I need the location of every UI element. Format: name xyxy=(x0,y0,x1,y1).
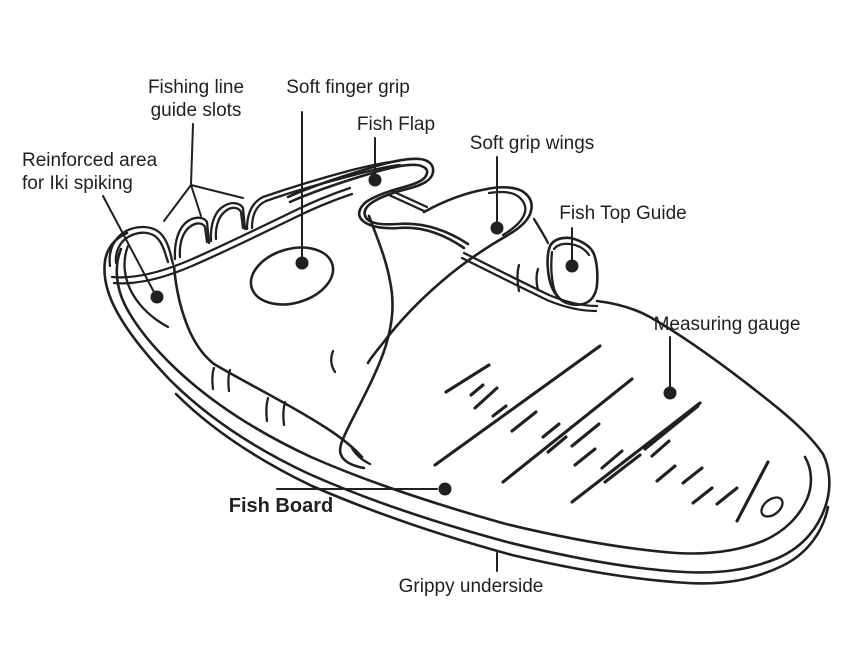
fish-flap-strap-inner xyxy=(390,189,429,209)
gauge-mark xyxy=(444,363,491,394)
fish-flap-outer xyxy=(286,157,470,246)
grip-piece-flare-line xyxy=(350,446,372,466)
rim-band-lower xyxy=(112,192,354,285)
gauge-mark xyxy=(491,404,508,418)
rim-line-lower xyxy=(460,256,598,313)
soft-grip-wings-band xyxy=(366,185,550,365)
gauge-mark xyxy=(570,401,702,504)
callout-dot-fish-board xyxy=(438,482,452,496)
gauge-mark xyxy=(473,386,499,410)
gauge-mark xyxy=(433,344,602,467)
deck-notch-ticks xyxy=(211,366,287,427)
callout-dot-fish-flap xyxy=(368,173,382,187)
gauge-mark xyxy=(546,435,568,454)
gauge-mark xyxy=(600,449,624,470)
gauge-mark xyxy=(510,410,538,433)
callout-fish-flap: Fish Flap xyxy=(357,114,435,187)
board-underside-edge xyxy=(174,392,830,585)
label-grippy-underside: Grippy underside xyxy=(399,576,544,597)
label-measuring-gauge: Measuring gauge xyxy=(654,314,801,335)
label-fish-flap: Fish Flap xyxy=(357,114,435,135)
guide-slot-tab-inner xyxy=(214,206,245,241)
board-illustration xyxy=(103,157,831,585)
gauge-mark xyxy=(735,460,770,523)
board-inner-rim xyxy=(115,247,813,555)
deck-notch xyxy=(282,400,287,427)
gauge-mark xyxy=(573,447,597,467)
callout-grippy-underside: Grippy underside xyxy=(399,552,544,597)
central-grip-piece xyxy=(172,214,394,470)
gauge-mark xyxy=(715,486,739,506)
grip-piece-left-edge xyxy=(172,264,216,366)
left-tip-inner-wall xyxy=(123,244,170,329)
guide-slot-tab xyxy=(173,216,211,261)
gauge-end-hole xyxy=(760,496,784,518)
guide-slot-tab xyxy=(108,225,175,268)
gauge-mark xyxy=(501,377,634,484)
deck-notch xyxy=(211,366,216,391)
fish-flap-inner xyxy=(288,163,466,250)
rim-notch xyxy=(535,267,540,292)
leader-reinforced-area xyxy=(102,195,156,295)
callout-fish-board: Fish Board xyxy=(229,482,452,517)
grip-piece-right-curve xyxy=(338,214,394,470)
callout-soft-finger-grip: Soft finger grip xyxy=(286,77,410,270)
label-fishing-line-guide-slots-line2: guide slots xyxy=(151,100,242,121)
guide-slot-tab xyxy=(209,201,247,243)
board-outline xyxy=(103,231,831,574)
leader-fishing-line-guide-slots xyxy=(163,123,244,222)
deck-notch xyxy=(265,396,270,423)
callout-dot-soft-grip-wings xyxy=(490,221,504,235)
guide-slot-tab-inner xyxy=(178,222,209,259)
callout-dot-reinforced-area xyxy=(150,290,164,304)
callout-dot-measuring-gauge xyxy=(663,386,677,400)
gauge-mark xyxy=(643,404,700,451)
gauge-mark xyxy=(650,439,671,458)
top-guide-inner-top xyxy=(552,242,591,257)
callout-dot-soft-finger-grip xyxy=(295,256,309,270)
gauge-mark xyxy=(541,422,561,439)
wings-band-outline xyxy=(366,185,533,365)
gauge-mark xyxy=(655,464,677,483)
callout-dot-fish-top-guide xyxy=(565,259,579,273)
guide-slot-tabs xyxy=(108,159,402,268)
fish-flap-shape xyxy=(286,157,470,250)
soft-finger-grip-oval xyxy=(249,246,335,306)
label-soft-finger-grip: Soft finger grip xyxy=(286,77,410,98)
measuring-gauge-marks xyxy=(433,344,784,523)
deck-notch xyxy=(227,368,232,393)
gauge-mark xyxy=(603,453,642,484)
callout-fishing-line-guide-slots: Fishing line guide slots xyxy=(148,77,244,222)
rim-band-upper xyxy=(110,186,352,279)
top-guide-inner-left xyxy=(550,250,565,303)
wings-band-to-guide-connector xyxy=(532,217,550,245)
grip-piece-bottom-crease xyxy=(212,362,364,459)
callout-measuring-gauge: Measuring gauge xyxy=(654,314,801,400)
label-fish-board: Fish Board xyxy=(229,495,333,517)
callout-reinforced-area: Reinforced area for Iki spiking xyxy=(22,150,164,304)
callout-fish-top-guide: Fish Top Guide xyxy=(559,203,687,273)
fish-flap-strap xyxy=(387,193,426,213)
label-reinforced-area-line2: for Iki spiking xyxy=(22,173,133,194)
label-reinforced-area-line1: Reinforced area xyxy=(22,150,158,171)
rim-line-upper xyxy=(462,251,599,308)
callouts: Fishing line guide slots Reinforced area… xyxy=(22,77,800,597)
guide-slot-tab-inner xyxy=(114,231,170,265)
grip-piece-crease-flick xyxy=(330,349,337,374)
callout-soft-grip-wings: Soft grip wings xyxy=(470,133,595,235)
label-fishing-line-guide-slots-line1: Fishing line xyxy=(148,77,244,98)
label-fish-top-guide: Fish Top Guide xyxy=(559,203,686,224)
wings-band-cap-inner xyxy=(487,190,527,237)
gauge-mark xyxy=(681,466,704,485)
label-soft-grip-wings: Soft grip wings xyxy=(470,133,595,154)
gauge-mark xyxy=(570,422,601,448)
gauge-mark xyxy=(469,383,485,397)
guide-slot-tab xyxy=(245,159,401,231)
gauge-mark xyxy=(691,486,714,505)
rim-notch xyxy=(516,263,521,293)
